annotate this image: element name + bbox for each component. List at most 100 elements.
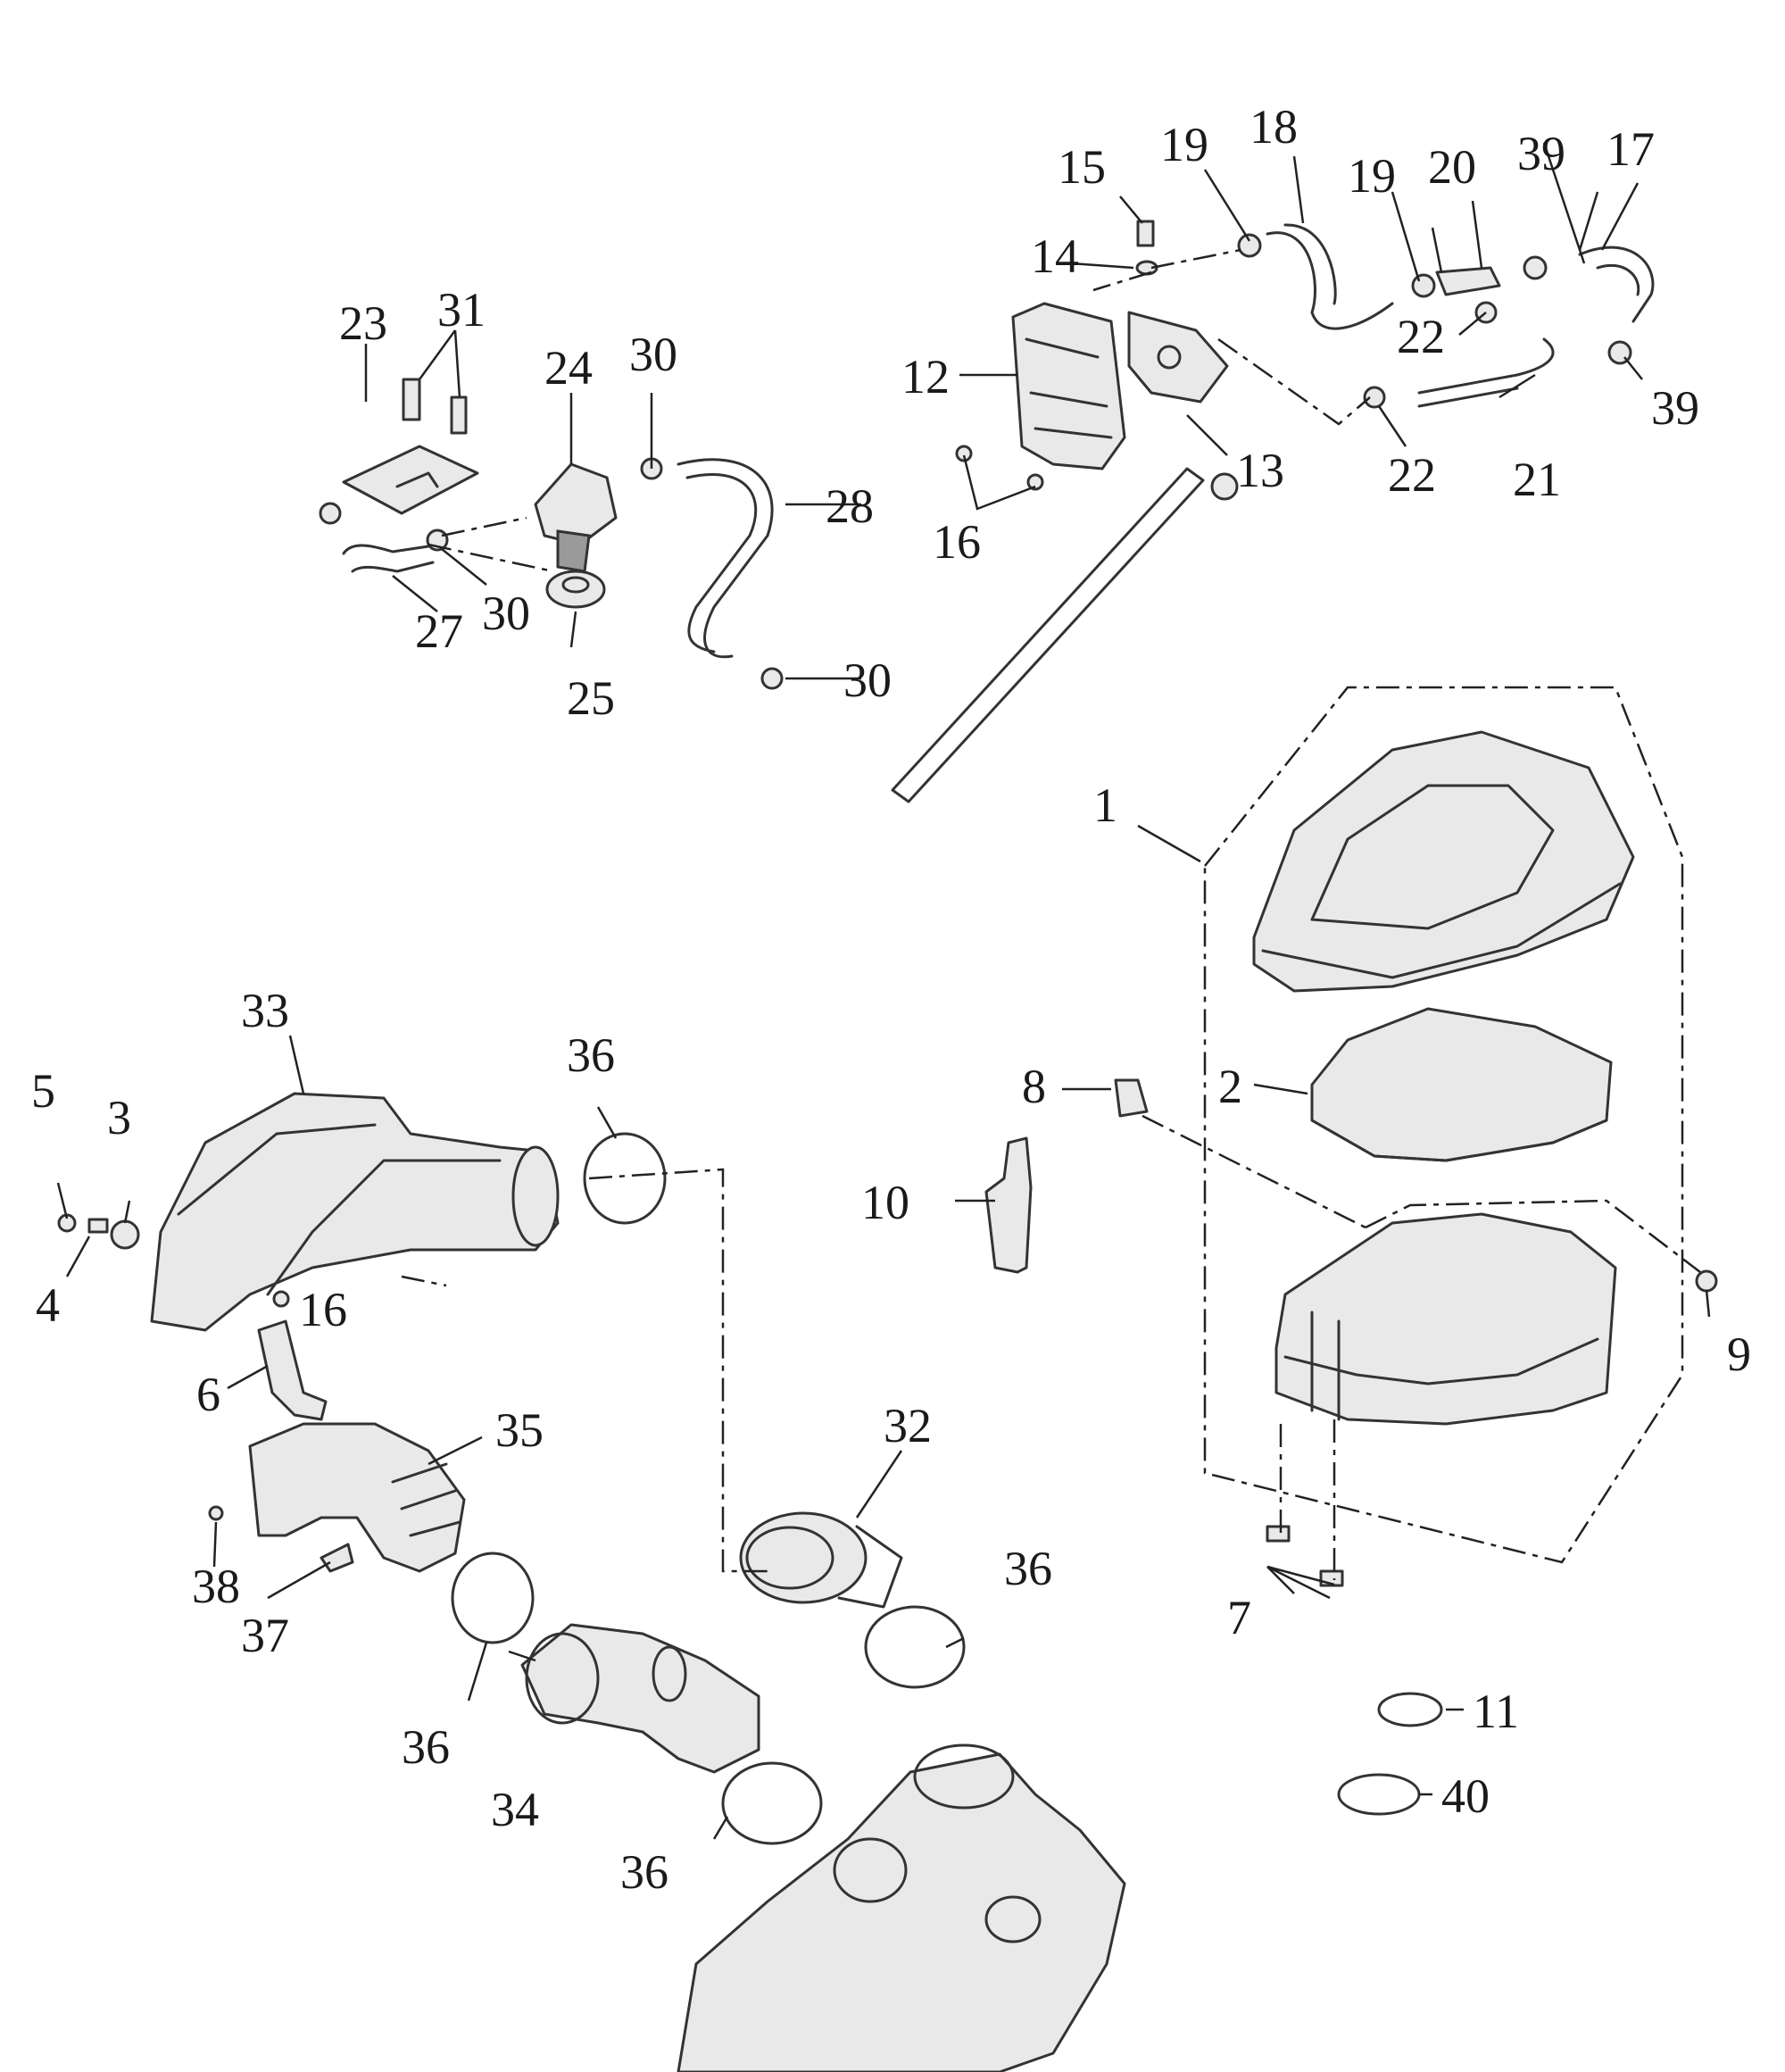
hose-clamp	[319, 502, 342, 525]
callout-19b: 19	[1348, 149, 1396, 203]
grommet	[545, 570, 606, 609]
airbox-cover-rim	[1261, 882, 1622, 979]
intake-elbow-rings	[391, 1462, 461, 1537]
rubber-bushing	[110, 1219, 140, 1250]
screw	[272, 1290, 290, 1308]
manifold-port	[984, 1895, 1042, 1943]
hose-clamp-band	[721, 1761, 823, 1845]
callout-31: 31	[437, 283, 486, 337]
bracket-hole	[1157, 345, 1182, 370]
breather-hose	[1266, 231, 1394, 330]
callout-39a: 39	[1517, 127, 1565, 180]
grommet-hole	[561, 576, 590, 594]
purge-valve-connector	[556, 529, 591, 573]
callout-1: 1	[1093, 778, 1117, 832]
callout-34: 34	[491, 1783, 539, 1836]
callout-6: 6	[196, 1368, 220, 1421]
screw	[1026, 473, 1044, 491]
screw	[955, 445, 973, 462]
callout-8: 8	[1022, 1060, 1046, 1113]
callout-37: 37	[241, 1609, 289, 1662]
callout-2: 2	[1218, 1060, 1242, 1113]
callout-24: 24	[544, 341, 593, 395]
valve-bracket-slot	[395, 471, 439, 488]
breather-hose-inner	[1283, 223, 1337, 305]
vent-hose-inner	[685, 472, 758, 653]
intake-duct-outlet	[511, 1145, 560, 1247]
throttle-tube	[520, 1623, 760, 1774]
callout-30c: 30	[843, 653, 892, 707]
callout-5: 5	[31, 1064, 55, 1118]
callout-36c: 36	[1004, 1542, 1052, 1595]
hose-clamp	[1210, 472, 1239, 501]
vent-hose	[677, 458, 774, 659]
hose-clamp	[760, 667, 784, 690]
callout-22b: 22	[1388, 448, 1436, 502]
hose-clamp	[1363, 386, 1386, 409]
throttle-tube-port	[652, 1645, 687, 1702]
callout-9: 9	[1727, 1327, 1751, 1381]
intake-duct-group	[57, 1078, 1718, 2072]
drain-flap	[984, 1136, 1033, 1274]
intake-duct-seam	[177, 1123, 502, 1296]
throttle-body-manifold	[677, 1752, 1126, 2072]
hose-clamp-band	[1337, 1773, 1421, 1816]
callout-3: 3	[107, 1091, 131, 1144]
callout-38: 38	[192, 1560, 240, 1613]
assembly-lines	[401, 248, 1701, 1580]
breather-canister-rib	[1025, 337, 1113, 439]
airbox-cover-ridge	[1310, 784, 1555, 930]
intake-coupler-opening	[745, 1526, 834, 1590]
airbox-group-boundary	[1203, 686, 1684, 1564]
valve-group	[319, 378, 784, 690]
airbox-assembly	[1203, 686, 1684, 1587]
screw	[1136, 220, 1155, 247]
callout-25: 25	[567, 671, 615, 725]
intake-coupler	[739, 1511, 868, 1604]
hose-clamp	[1523, 255, 1548, 280]
intake-coupler-body	[837, 1525, 903, 1609]
callout-numbers: 1 2 3 4 5 6 7 8 9 10 11 12 13 14 15 16 1…	[31, 100, 1751, 1899]
callout-7: 7	[1227, 1591, 1251, 1644]
callout-30a: 30	[629, 328, 677, 381]
callout-13: 13	[1236, 444, 1284, 497]
hose-clamp-band	[583, 1132, 667, 1225]
lower-breather-hose	[1417, 337, 1555, 408]
callout-16a: 16	[933, 515, 981, 569]
mount-clip	[1266, 1525, 1291, 1543]
callout-11: 11	[1473, 1685, 1519, 1738]
breather-bracket	[1127, 311, 1229, 404]
callout-40: 40	[1441, 1769, 1490, 1823]
callout-17: 17	[1606, 122, 1655, 176]
hose-tee	[1435, 266, 1501, 296]
temperature-sensor	[1114, 1078, 1149, 1118]
leader-lines	[56, 142, 1711, 1840]
callout-21: 21	[1513, 453, 1561, 506]
callout-22a: 22	[1397, 310, 1445, 363]
nut	[1695, 1269, 1718, 1293]
callout-19a: 19	[1160, 118, 1208, 171]
callout-4: 4	[36, 1278, 60, 1332]
airbox-lower-housing	[1274, 1212, 1617, 1426]
intake-duct	[150, 1092, 560, 1332]
breather-canister	[1011, 302, 1126, 470]
hose-clamp	[1411, 273, 1436, 298]
bolt	[402, 378, 421, 421]
air-filter-edge	[1310, 1119, 1608, 1162]
duct-bracket	[257, 1319, 328, 1421]
drain-tube	[891, 467, 1205, 803]
hose-clamp-band	[451, 1552, 535, 1644]
callout-36a: 36	[567, 1028, 615, 1082]
callout-28: 28	[826, 479, 874, 533]
spacer	[87, 1218, 109, 1234]
callout-30b: 30	[482, 587, 530, 640]
callout-36d: 36	[620, 1845, 668, 1899]
callout-33: 33	[241, 984, 289, 1037]
callout-12: 12	[901, 350, 950, 404]
callout-36b: 36	[402, 1720, 450, 1774]
airbox-cover	[1252, 730, 1635, 993]
manifold-port	[833, 1837, 908, 1903]
bolt	[450, 395, 468, 435]
callout-23: 23	[339, 296, 387, 350]
